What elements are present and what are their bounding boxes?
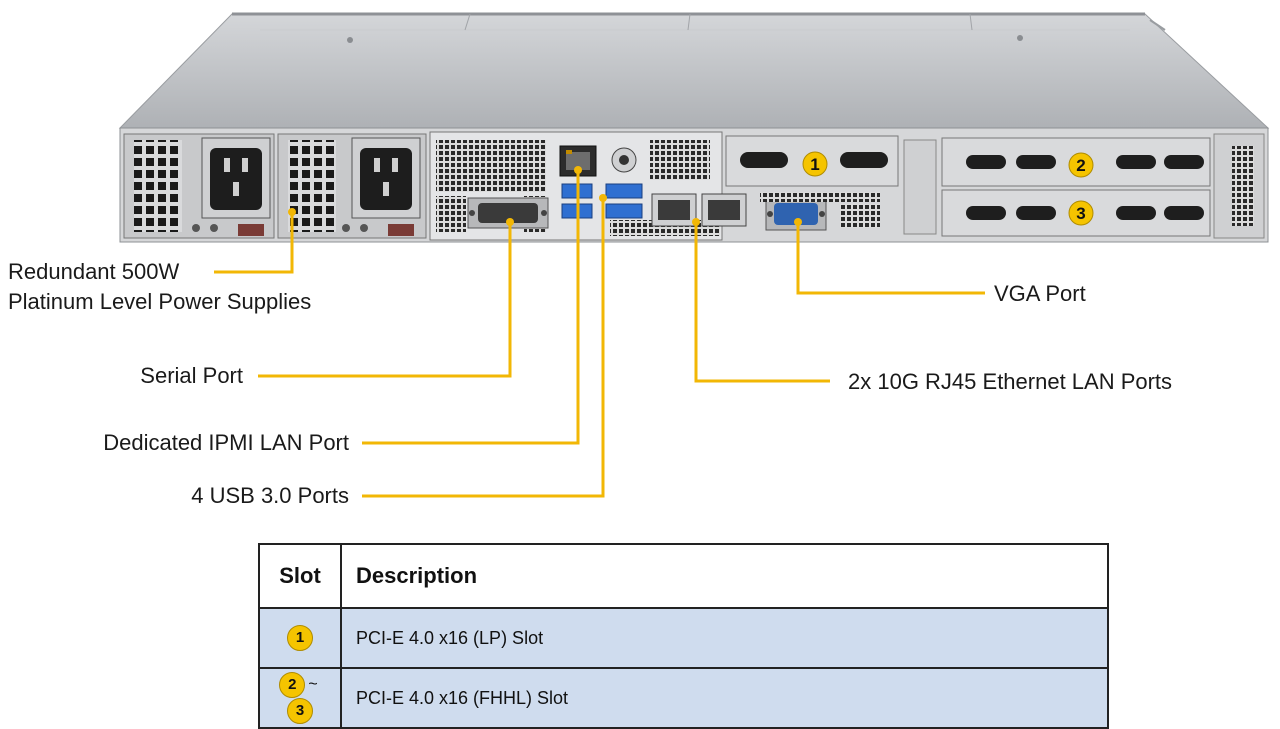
leader-dot-ipmi: [574, 166, 582, 174]
leader-lines: [214, 170, 985, 498]
table-row: 1 PCI-E 4.0 x16 (LP) Slot: [258, 607, 1109, 669]
leader-line-serial: [258, 222, 512, 378]
vga-port-connector: [765, 197, 827, 231]
leader-dot-lan: [692, 218, 700, 226]
header-slot: Slot: [258, 543, 342, 609]
leader-line-power: [214, 212, 294, 274]
slot-cell: 1: [258, 607, 342, 669]
slot-table-header: Slot Description: [258, 543, 1109, 609]
description-cell: PCI-E 4.0 x16 (LP) Slot: [340, 607, 1109, 669]
power-supply-2: [277, 133, 427, 239]
chassis-side-latch: [903, 133, 1265, 239]
callout-ipmi: Dedicated IPMI LAN Port: [103, 430, 349, 455]
leader-dot-usb: [599, 194, 607, 202]
leader-dot-power: [288, 208, 296, 216]
slot-badge: 2: [279, 672, 306, 698]
slot-badge-3: 3: [1068, 200, 1094, 226]
table-row: 2~3 PCI-E 4.0 x16 (FHHL) Slot: [258, 667, 1109, 729]
slot-badge-1: 1: [802, 151, 828, 177]
slot-range-separator: ~: [308, 676, 318, 693]
slot-badge: 1: [287, 625, 313, 651]
uid-button-icon: [611, 147, 637, 173]
serial-port-connector: [467, 197, 549, 229]
slot-badge: 3: [287, 698, 313, 724]
lan-ports-connector: [651, 193, 747, 227]
leader-dot-serial: [506, 218, 514, 226]
description-cell: PCI-E 4.0 x16 (FHHL) Slot: [340, 667, 1109, 729]
leader-line-lan: [694, 222, 830, 383]
callout-vga: VGA Port: [994, 281, 1086, 306]
leader-dot-vga: [794, 218, 802, 226]
callout-lan: 2x 10G RJ45 Ethernet LAN Ports: [848, 369, 1173, 394]
header-description: Description: [340, 543, 1109, 609]
callout-power-line2: Platinum Level Power Supplies: [8, 289, 312, 314]
slot-badge-2: 2: [1068, 152, 1094, 178]
callout-usb: 4 USB 3.0 Ports: [191, 483, 349, 508]
leader-line-ipmi: [362, 170, 580, 445]
power-supply-1: [123, 133, 275, 239]
slot-badge-3-label: 3: [1076, 204, 1085, 223]
slot-badge-2-label: 2: [1076, 156, 1085, 175]
slot-cell: 2~3: [258, 667, 342, 729]
slot-table: Slot Description 1 PCI-E 4.0 x16 (LP) Sl…: [258, 543, 1109, 729]
slot-badge-1-label: 1: [810, 155, 819, 174]
leader-line-usb: [362, 198, 605, 498]
callout-power-line1: Redundant 500W: [8, 259, 180, 284]
callout-serial: Serial Port: [140, 363, 243, 388]
leader-line-vga: [796, 222, 985, 295]
